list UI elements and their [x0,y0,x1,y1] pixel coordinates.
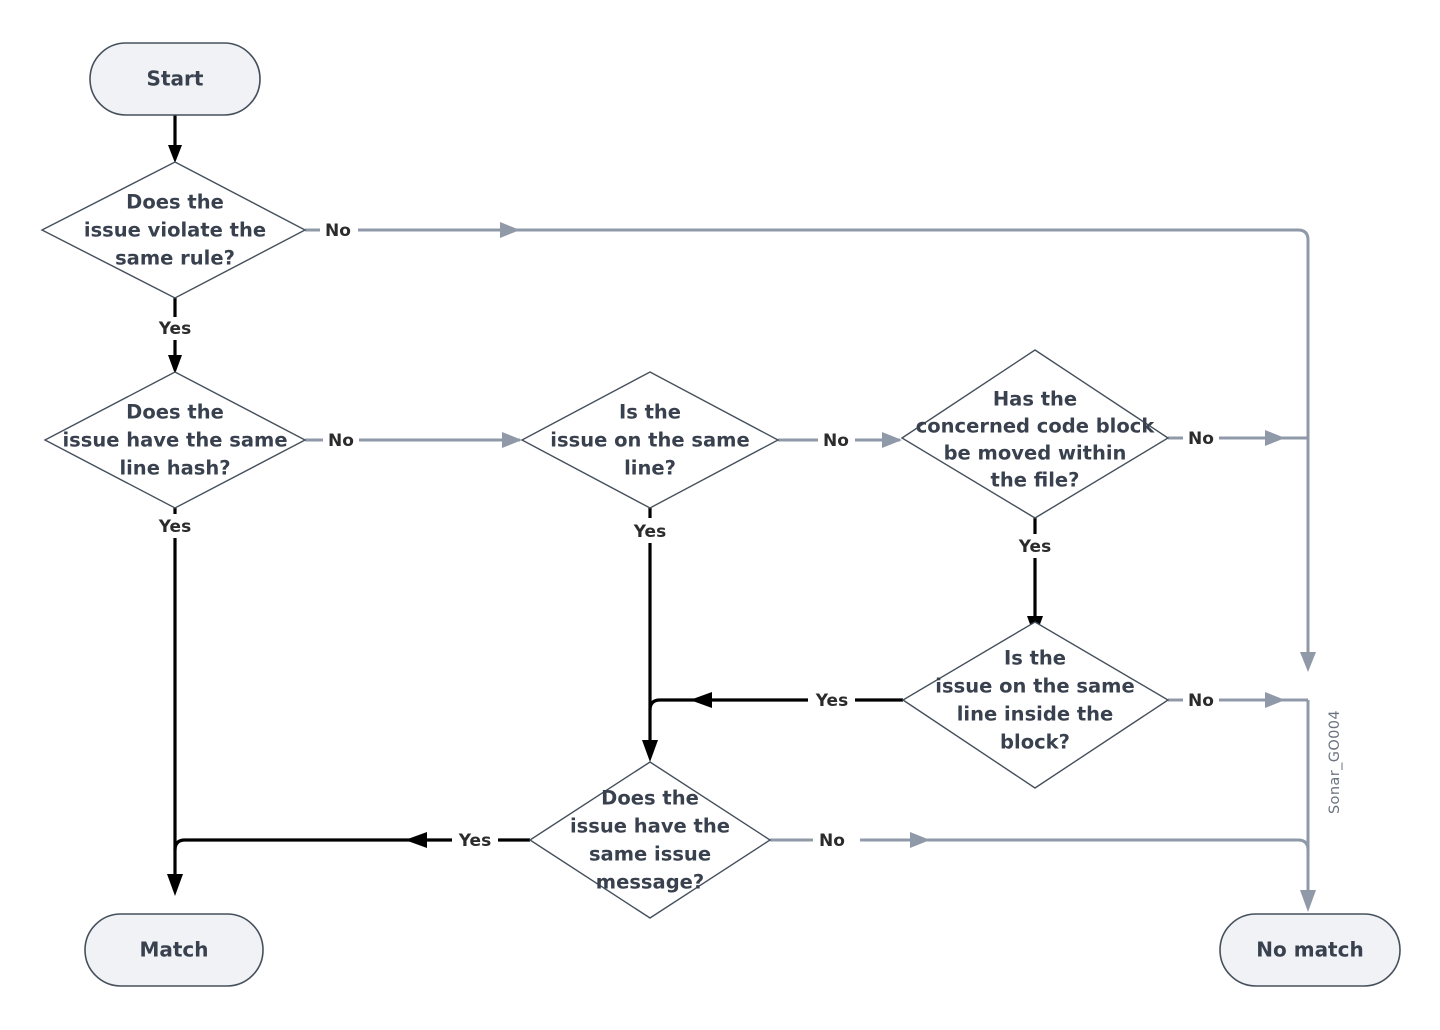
node-code-block-line2: concerned code block [916,415,1156,438]
node-same-line-line3: line? [624,457,676,480]
edge-label-in-block-no: No [1183,689,1219,711]
edge-line-hash-no [305,432,522,448]
edge-right-rail-to-no-match [1300,700,1316,912]
node-same-message-line4: message? [596,871,704,894]
node-same-line-line1: Is the [619,401,681,424]
edge-code-block-no [1168,430,1308,446]
node-line-hash[interactable]: Does the issue have the same line hash? [43,371,307,509]
node-violate-rule-line1: Does the [126,191,224,214]
edge-label-in-block-yes-text: Yes [815,691,848,711]
node-violate-rule[interactable]: Does the issue violate the same rule? [40,161,307,299]
edge-label-block-yes: Yes [1012,535,1058,558]
edge-label-hash-no-text: No [328,431,354,451]
node-match[interactable]: Match [84,913,264,987]
edge-label-violate-no: No [320,219,356,241]
node-match-label: Match [139,938,208,962]
node-same-message-line2: issue have the [570,815,730,838]
edge-label-line-yes-text: Yes [633,522,666,542]
node-no-match[interactable]: No match [1219,913,1401,987]
edge-violate-rule-yes [168,298,182,374]
edge-label-message-no-text: No [819,831,845,851]
node-code-block-line4: the file? [991,469,1080,492]
node-code-block-moved[interactable]: Has the concerned code block be moved wi… [900,349,1170,519]
node-same-message-line1: Does the [601,787,699,810]
node-line-hash-line3: line hash? [119,457,230,480]
edge-same-message-no [770,832,1310,851]
node-line-hash-line1: Does the [126,401,224,424]
edge-label-block-yes-text: Yes [1018,537,1051,557]
edge-in-block-no [1168,692,1308,708]
diagram-side-label-text: Sonar_GO004 [1327,710,1343,814]
edge-label-message-yes-text: Yes [458,831,491,851]
edge-label-block-no: No [1183,427,1219,449]
edge-label-violate-yes: Yes [152,317,198,340]
node-start-label: Start [147,67,204,91]
node-in-block-line1: Is the [1004,647,1066,670]
edge-label-hash-no: No [323,429,359,451]
edge-label-in-block-yes: Yes [809,689,855,712]
node-same-line-line2: issue on the same [550,429,749,452]
node-in-block-line3: line inside the [957,703,1114,726]
edge-label-hash-yes: Yes [152,515,198,538]
node-violate-rule-line2: issue violate the [84,219,266,242]
edge-same-message-yes [173,832,530,851]
node-violate-rule-line3: same rule? [115,247,235,270]
node-same-line[interactable]: Is the issue on the same line? [520,371,780,509]
edge-same-line-no [778,432,902,448]
edge-in-block-yes [648,692,903,711]
node-same-message[interactable]: Does the issue have the same issue messa… [528,761,772,919]
edge-violate-rule-no [305,222,1316,672]
edge-label-message-yes: Yes [452,829,498,852]
node-line-hash-line2: issue have the same [62,429,287,452]
node-no-match-label: No match [1256,938,1363,962]
node-same-message-line3: same issue [589,843,711,866]
node-start[interactable]: Start [89,42,261,116]
node-in-block-line2: issue on the same [935,675,1134,698]
edge-label-hash-yes-text: Yes [158,517,191,537]
edge-label-line-no: No [818,429,854,451]
node-code-block-line1: Has the [993,388,1077,411]
edge-same-line-yes [642,508,658,762]
edge-label-violate-no-text: No [325,221,351,241]
node-same-line-in-block[interactable]: Is the issue on the same line inside the… [901,621,1170,789]
node-code-block-line3: be moved within [944,442,1127,465]
edge-line-hash-yes [167,508,183,896]
edge-label-block-no-text: No [1188,429,1214,449]
node-in-block-line4: block? [1000,731,1070,754]
edge-label-in-block-no-text: No [1188,691,1214,711]
edge-label-line-yes: Yes [627,520,673,543]
edge-label-message-no: No [814,829,850,851]
edge-label-violate-yes-text: Yes [158,319,191,339]
edge-start-to-violate-rule [168,115,182,163]
diagram-side-label: Sonar_GO004 [1327,710,1343,814]
edge-label-line-no-text: No [823,431,849,451]
